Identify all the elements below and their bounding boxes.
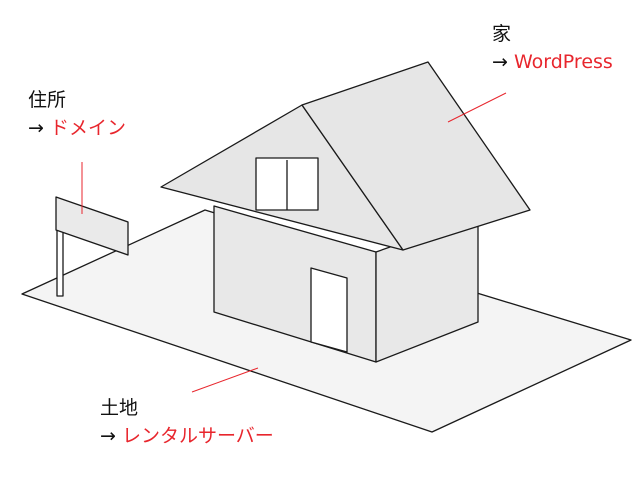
land-label-title: 土地 [100, 397, 139, 419]
pointer-line-house [447, 92, 507, 123]
land-label-arrow: → [100, 425, 122, 447]
roof-slope [301, 61, 531, 251]
land-label-value: レンタルサーバー [121, 425, 274, 447]
sign-board [55, 196, 129, 256]
address-label-value: ドメイン [49, 117, 126, 139]
house-label: 家 → WordPress [492, 20, 613, 76]
pointer-line-land [191, 367, 259, 393]
sign-pole [56, 227, 64, 297]
address-label: 住所 → ドメイン [28, 86, 126, 142]
house-label-value: WordPress [513, 51, 613, 73]
land-label: 土地 → レンタルサーバー [100, 394, 274, 450]
address-label-title: 住所 [28, 89, 67, 111]
house-label-arrow: → [492, 51, 514, 73]
house-label-title: 家 [492, 23, 512, 45]
house-door [310, 267, 348, 353]
address-label-arrow: → [28, 117, 50, 139]
